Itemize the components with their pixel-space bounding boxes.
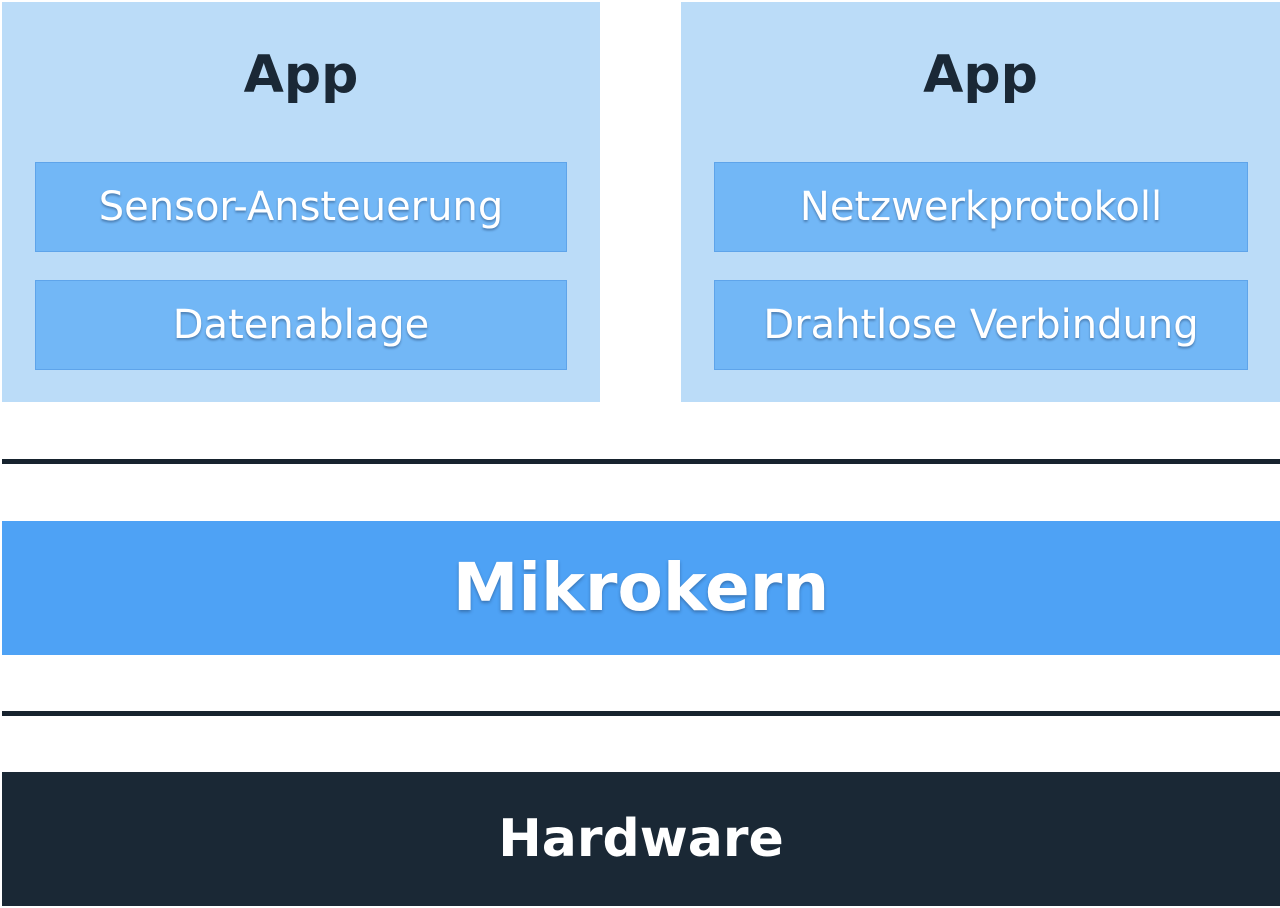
- divider-apps-kernel: [2, 459, 1280, 464]
- module-datenablage: Datenablage: [35, 280, 567, 370]
- app-title-left: App: [243, 45, 359, 105]
- module-sensor-ansteuerung: Sensor-Ansteuerung: [35, 162, 567, 252]
- module-netzwerkprotokoll: Netzwerkprotokoll: [714, 162, 1248, 252]
- hardware-layer: Hardware: [2, 772, 1280, 906]
- divider-kernel-hardware: [2, 711, 1280, 716]
- kernel-layer: Mikrokern: [2, 521, 1280, 655]
- app-box-left: App Sensor-Ansteuerung Datenablage: [2, 2, 600, 402]
- app-title-right: App: [923, 45, 1038, 105]
- app-box-right: App Netzwerkprotokoll Drahtlose Verbindu…: [681, 2, 1280, 402]
- module-drahtlose-verbindung: Drahtlose Verbindung: [714, 280, 1248, 370]
